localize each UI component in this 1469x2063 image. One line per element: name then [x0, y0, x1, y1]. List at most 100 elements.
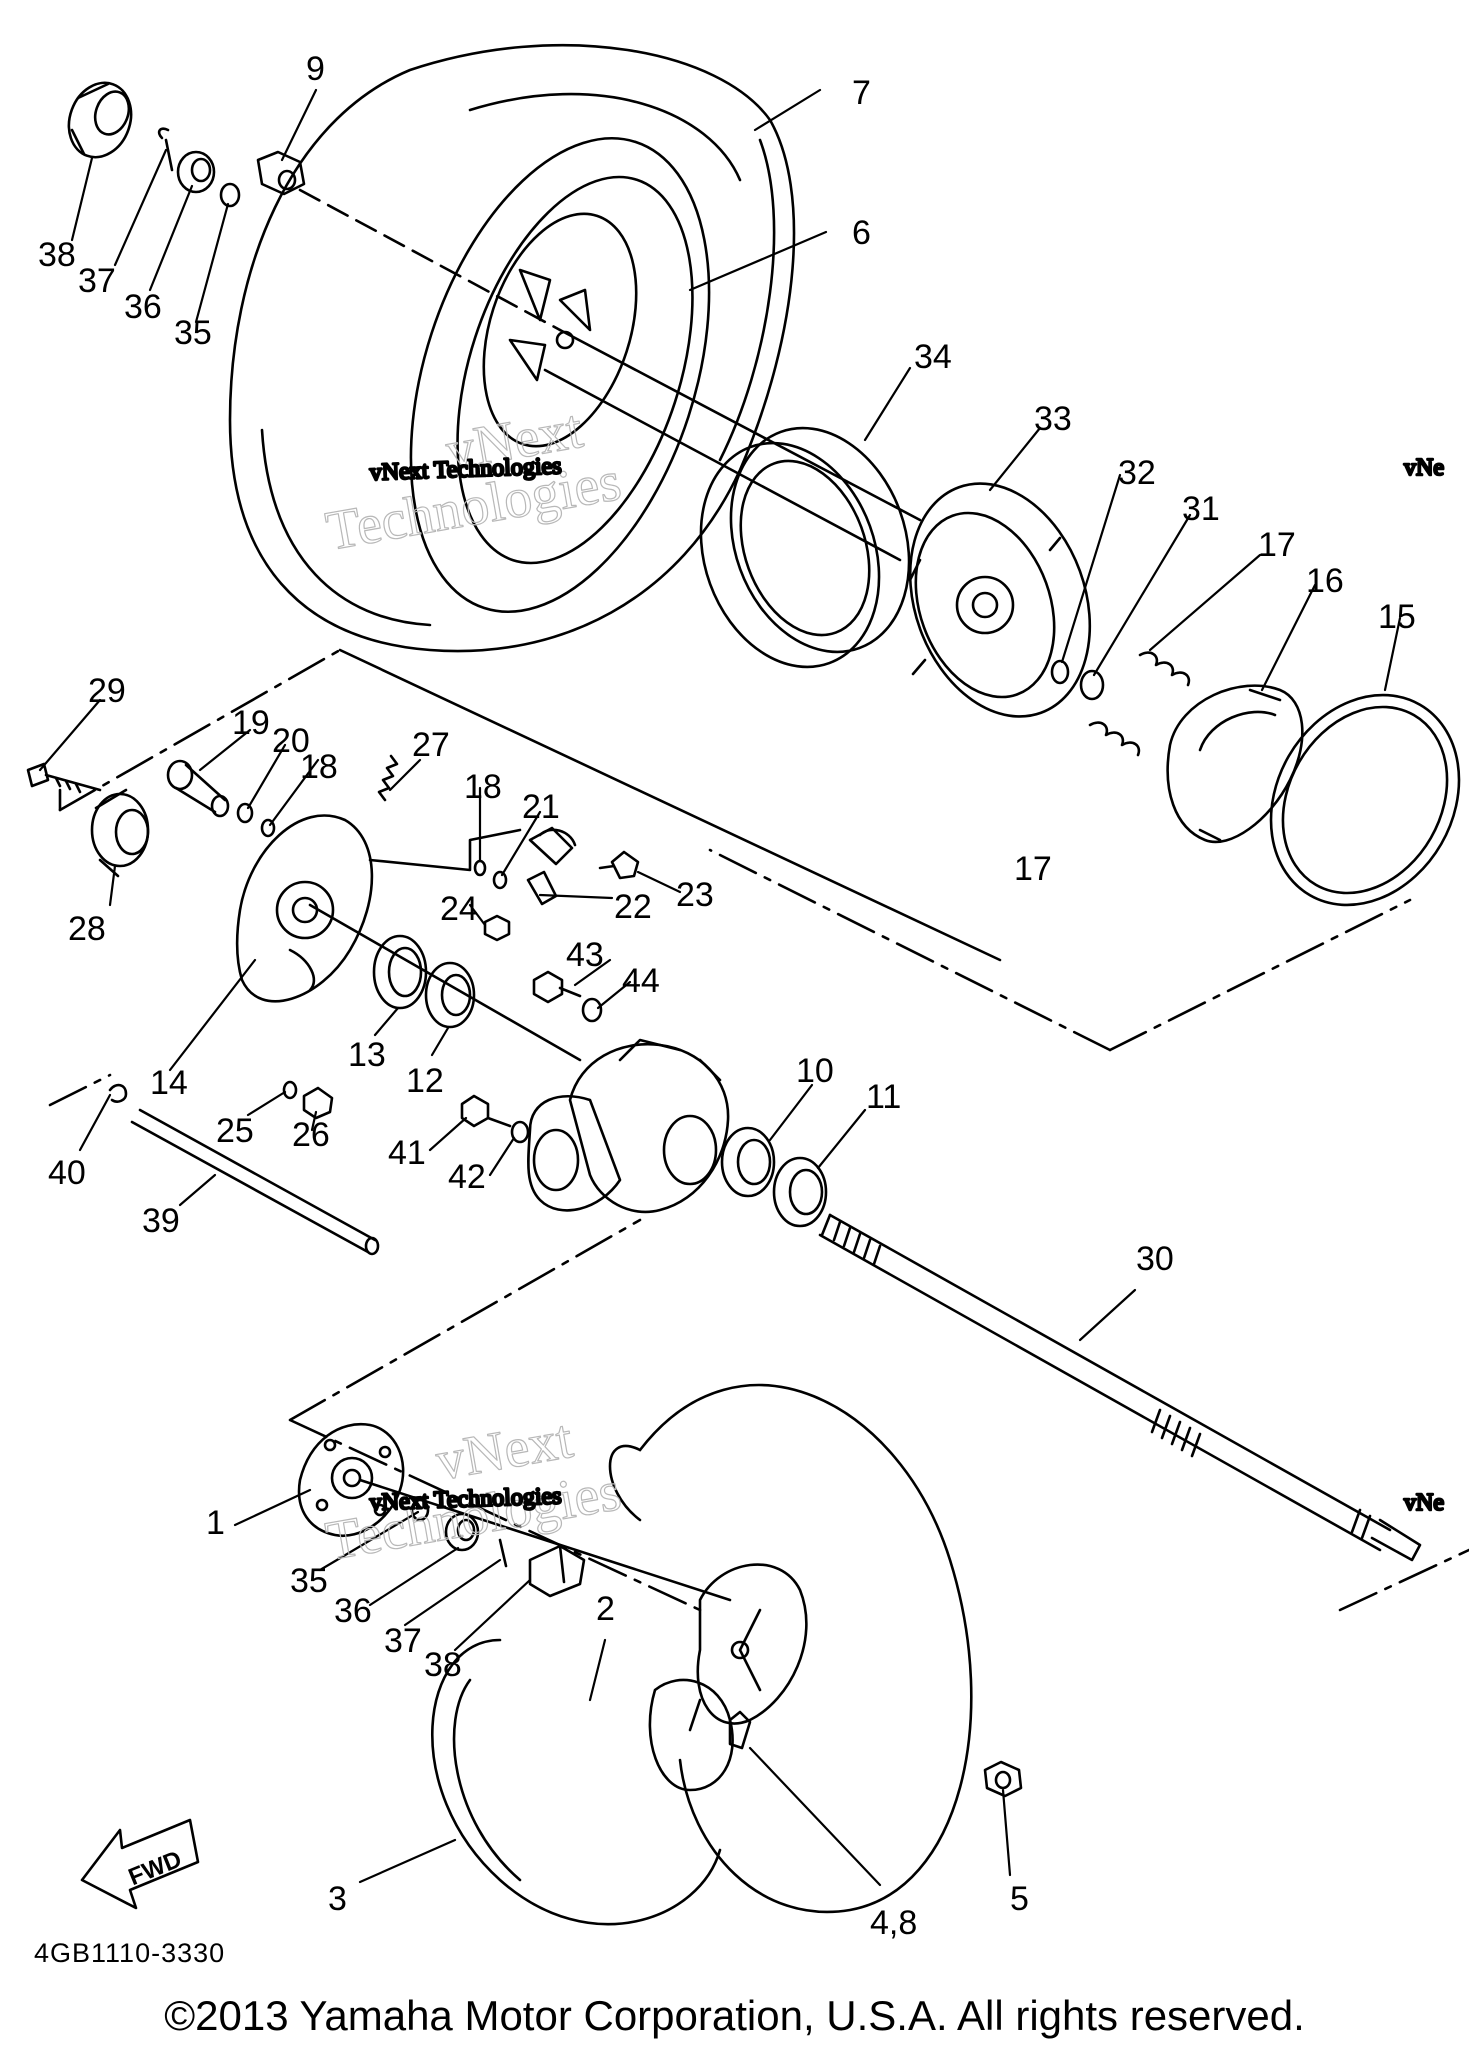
washer-21: [492, 870, 508, 890]
bolt-29: [26, 762, 102, 794]
callout-label: 31: [1182, 490, 1220, 528]
callout-label: 37: [78, 262, 116, 300]
castle-nut-36-lower: [444, 1512, 480, 1552]
callout-label: 33: [1034, 400, 1072, 438]
o-ring-25: [282, 1080, 298, 1100]
cotter-pin-37-lower: [498, 1538, 508, 1568]
callout-label: 15: [1378, 598, 1416, 636]
leader-dashed-axle: [298, 188, 562, 332]
castle-nut-36: [176, 150, 216, 194]
washer-31: [1079, 669, 1105, 701]
wheel-rim-upper: [409, 136, 711, 614]
callout-label: 36: [334, 1592, 372, 1630]
oil-seal-11: [772, 1156, 828, 1228]
rear-tire-lower: [431, 1383, 973, 1926]
callout-label: 27: [412, 726, 450, 764]
callout-label: 11: [866, 1078, 901, 1116]
watermark-small-lower: vNext Technologies: [369, 1483, 562, 1516]
callout-label: 16: [1306, 562, 1344, 600]
o-ring-32: [1050, 659, 1070, 685]
callout-label: 12: [406, 1062, 444, 1100]
copyright-notice: ©2013 Yamaha Motor Corporation, U.S.A. A…: [164, 1992, 1305, 2039]
leader-line-hub: [543, 328, 922, 562]
bearing-housing-28: [90, 788, 150, 878]
phantom-outline-axle: [288, 1218, 1469, 1612]
outline-brake-box: [58, 648, 1002, 962]
callout-label: 39: [142, 1202, 180, 1240]
o-ring-18-left: [260, 818, 276, 838]
spring-27: [377, 754, 399, 802]
callout-label: 10: [796, 1052, 834, 1090]
o-ring-20: [236, 802, 254, 824]
brake-panel-14: [235, 814, 374, 1003]
callout-label: 23: [676, 876, 714, 914]
wheel-rim-lower: [648, 1563, 808, 1792]
brake-drum-33: [908, 482, 1092, 718]
drum-cover-34: [699, 426, 911, 669]
bolt-43: [532, 970, 582, 1004]
callout-label: 13: [348, 1036, 386, 1074]
nut-24: [483, 914, 511, 942]
callout-label: 4,8: [870, 1904, 917, 1942]
callout-label: 1: [206, 1504, 225, 1542]
callout-label: 17: [1258, 526, 1296, 564]
callout-label: 29: [88, 672, 126, 710]
callout-label: 24: [440, 890, 478, 928]
bearing-12: [424, 961, 476, 1029]
callout-label: 5: [1010, 1880, 1029, 1918]
callout-label: 38: [424, 1646, 462, 1684]
callout-label: 18: [464, 768, 502, 806]
callout-label: 35: [290, 1562, 328, 1600]
spring-17-lower: [1088, 721, 1141, 757]
callout-labels: 9 7 38 37 36 35 6 34 33 32 31 17 16 15 2…: [38, 50, 1416, 1942]
clip-40: [108, 1083, 128, 1103]
callout-label: 18: [300, 748, 338, 786]
brake-lever-22: [526, 826, 577, 906]
axle-housing-case: [527, 1038, 730, 1214]
drum-seal-15: [1269, 693, 1461, 907]
spring-17-upper: [1138, 651, 1191, 687]
bolt-26: [302, 1086, 334, 1120]
wheel-hub-1: [297, 1422, 405, 1538]
callout-label: 14: [150, 1064, 188, 1102]
callout-label: 20: [272, 722, 310, 760]
diagram-code: 4GB1110-3330: [34, 1938, 226, 1968]
phantom-outline-brake: [48, 648, 1412, 1107]
camshaft-19: [166, 759, 230, 818]
callout-label: 19: [232, 704, 270, 742]
callout-label: 9: [306, 50, 325, 88]
callout-label: 25: [216, 1112, 254, 1150]
cam-lever-link: [368, 828, 522, 872]
bolt-41: [460, 1094, 512, 1128]
washer-35: [219, 182, 241, 208]
rod-39: [130, 1108, 380, 1256]
leader-panel-housing: [308, 903, 582, 1062]
axle-nut-cap-38: [67, 81, 133, 159]
callout-label: 36: [124, 288, 162, 326]
callout-label: 44: [622, 962, 660, 1000]
cotter-pin-37: [157, 127, 174, 172]
axle-nut-cap-38-lower: [528, 1544, 586, 1598]
wheel-nut-9: [256, 150, 306, 196]
callout-label: 42: [448, 1158, 486, 1196]
washer-42: [510, 1120, 530, 1144]
bolt-23: [598, 850, 640, 880]
washer-44: [581, 997, 603, 1023]
washer-35-lower: [410, 1498, 430, 1522]
callout-label: 30: [1136, 1240, 1174, 1278]
callout-label: 37: [384, 1622, 422, 1660]
callout-label: 2: [596, 1590, 615, 1628]
callout-label: 26: [292, 1116, 330, 1154]
rear-tire-upper: [228, 43, 796, 653]
watermark-edge-lower: vNe: [1404, 1490, 1444, 1516]
wheel-nut-5: [983, 1760, 1023, 1798]
callout-label: 40: [48, 1154, 86, 1192]
callout-label: 3: [328, 1880, 347, 1918]
fwd-label: FWD: [125, 1846, 186, 1892]
rear-axle-30: [818, 1213, 1422, 1562]
callout-label: 21: [522, 788, 560, 826]
callout-label: 41: [388, 1134, 426, 1172]
watermark-edge: vNe: [1404, 455, 1444, 481]
callout-label: 32: [1118, 454, 1156, 492]
